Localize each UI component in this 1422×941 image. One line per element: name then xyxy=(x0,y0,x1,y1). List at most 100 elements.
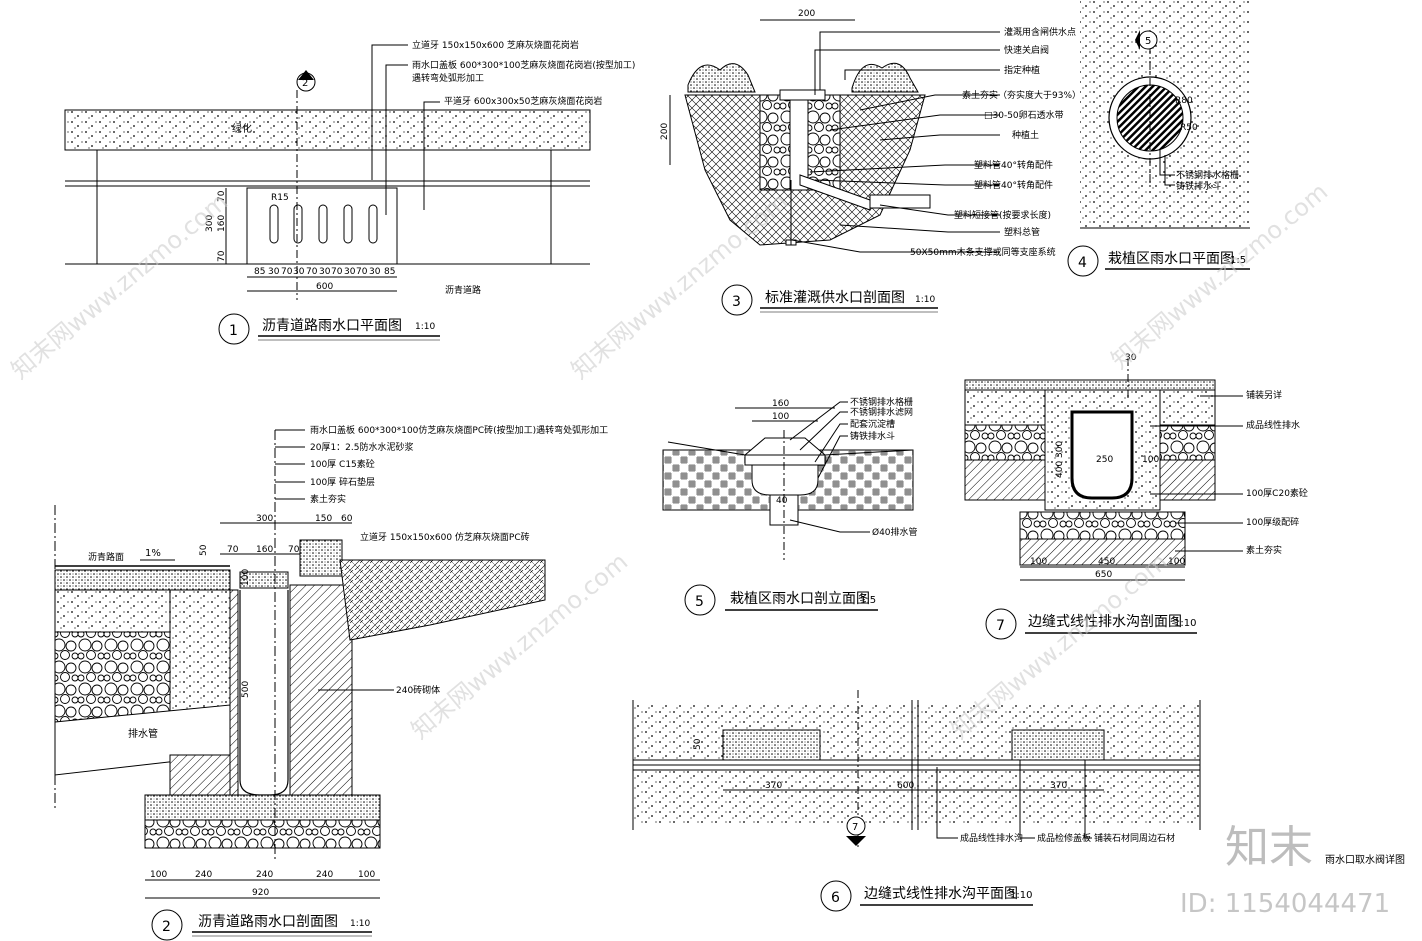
svg-text:边缝式线性排水沟剖面图: 边缝式线性排水沟剖面图 xyxy=(1028,614,1182,630)
svg-text:30: 30 xyxy=(319,267,331,277)
d3-callout-2: 快速关启阀 xyxy=(1004,44,1049,56)
svg-text:4: 4 xyxy=(1078,255,1087,271)
d1-callout-2: 雨水口盖板 600*300*100芝麻灰烧面花岗岩(按型加工) xyxy=(412,59,635,71)
inspection-cover-2 xyxy=(1011,729,1105,761)
dim-left-1: 70 xyxy=(217,190,227,202)
grate-slots xyxy=(269,204,378,244)
svg-text:1:10: 1:10 xyxy=(915,295,935,305)
d5-dim-1: 160 xyxy=(772,399,789,409)
detail-3-irrigation: 200 200 灌溉用含闸供水点 快速关启阀 指定种植 素土夯实（夯实度大于93… xyxy=(660,9,1081,316)
detail-1-title: 1 沥青道路雨水口平面图 1:10 xyxy=(218,313,440,345)
d5-dim-2: 100 xyxy=(772,412,789,422)
green-zone-hatch xyxy=(64,109,591,151)
mid-dim-1: 70 xyxy=(227,545,239,555)
road-label: 沥青路面 xyxy=(88,551,124,563)
svg-text:7: 7 xyxy=(996,618,1005,634)
r80: R80 xyxy=(1175,96,1193,106)
d3-callout-4: 素土夯实（夯实度大于93%） xyxy=(962,89,1081,101)
detail-6-plan: 7 370 600 370 50 成品线性排水沟 成品检修盖板 铺装石材同周边石… xyxy=(632,690,1201,912)
svg-text:2: 2 xyxy=(302,78,308,89)
svg-text:5: 5 xyxy=(1145,36,1151,47)
grate-cover xyxy=(246,187,398,265)
svg-text:1:5: 1:5 xyxy=(860,595,876,606)
svg-text:30: 30 xyxy=(268,267,280,277)
detail-4-plan: 5 R80 R50 不锈钢排水格栅 铸铁排水斗 4 栽植区雨水口平面图 1:5 xyxy=(1067,0,1250,277)
d7-callout-4: 100厚级配碎 xyxy=(1246,516,1299,528)
bottom-dim-5: 100 xyxy=(358,870,375,880)
d3-callout-9: 塑料短接管(按要求长度) xyxy=(954,209,1051,221)
top-dim-3: 60 xyxy=(341,514,353,524)
label-road: 沥青道路 xyxy=(445,284,481,296)
d5-dim-pipe: 40 xyxy=(776,496,788,506)
detail-5-section: 160 100 40 不锈钢排水格栅 不锈钢排水滤网 配套沉淀槽 铸铁排水斗 Ø… xyxy=(662,396,918,616)
svg-text:知末网www.znzmo.com: 知末网www.znzmo.com xyxy=(6,188,233,385)
svg-text:7: 7 xyxy=(852,822,858,833)
d3-callout-1: 灌溉用含闸供水点 xyxy=(1004,26,1076,38)
d3-leaders xyxy=(791,31,1000,253)
pipe-label: 排水管 xyxy=(128,727,158,740)
watermark-id: ID: 1154044471 xyxy=(1180,889,1390,919)
svg-text:1:10: 1:10 xyxy=(1174,618,1196,629)
d7-bottom-2: 450 xyxy=(1098,557,1115,567)
mid-dim-3: 70 xyxy=(288,545,300,555)
d2-callout-1: 雨水口盖板 600*300*100仿芝麻灰烧面PC砖(按型加工)遇转弯处弧形加工 xyxy=(310,424,608,436)
detail-3-title: 3 标准灌溉供水口剖面图 1:10 xyxy=(721,284,938,316)
detail-2-title: 2 沥青道路雨水口剖面图 1:10 xyxy=(151,909,372,941)
d3-callout-6: 种植土 xyxy=(1012,129,1039,141)
d7-dim-inner-2: 100 xyxy=(1142,455,1159,465)
label-green: 绿化 xyxy=(232,122,252,135)
inspection-cover-1 xyxy=(722,729,821,761)
d2-callout-4: 100厚 碎石垫层 xyxy=(310,476,375,488)
svg-text:70: 70 xyxy=(331,267,343,277)
dim-left-total: 300 xyxy=(205,215,215,232)
svg-text:85: 85 xyxy=(384,267,395,277)
svg-text:5: 5 xyxy=(695,594,704,610)
main-pipe xyxy=(869,194,931,209)
svg-text:70: 70 xyxy=(281,267,293,277)
d5-callout-4: 铸铁排水斗 xyxy=(850,430,895,442)
bottom-dim-4: 240 xyxy=(316,870,333,880)
bottom-dim-total: 920 xyxy=(252,888,269,898)
d7-callout-5: 素土夯实 xyxy=(1246,544,1282,556)
svg-text:2: 2 xyxy=(162,919,171,935)
d3-callout-3: 指定种植 xyxy=(1004,64,1040,76)
valve-riser xyxy=(789,99,809,191)
d7-bottom-1: 100 xyxy=(1030,557,1047,567)
small-dim-2: 100 xyxy=(241,569,251,586)
section-mark-5: 5 xyxy=(1135,30,1158,50)
svg-text:70: 70 xyxy=(306,267,318,277)
watermark-logo: 知末 xyxy=(1225,822,1313,873)
d6-dim-3: 370 xyxy=(1050,781,1067,791)
bottom-dim-1: 100 xyxy=(150,870,167,880)
svg-text:1:10: 1:10 xyxy=(1010,890,1032,901)
svg-text:沥青道路雨水口平面图: 沥青道路雨水口平面图 xyxy=(262,318,402,334)
d3-callout-7: 塑料管40°转角配件 xyxy=(974,159,1053,171)
plant-left xyxy=(687,63,756,93)
detail-7-section: 30 300 400 250 100 100 450 100 650 铺装另详 … xyxy=(964,353,1308,640)
d6-callout-2: 成品检修盖板 xyxy=(1037,832,1091,844)
linear-channel xyxy=(1070,410,1134,500)
svg-text:沥青道路雨水口剖面图: 沥青道路雨水口剖面图 xyxy=(198,914,338,930)
wall-label: 240砖砌体 xyxy=(396,684,440,696)
svg-text:1: 1 xyxy=(229,323,238,339)
d7-bottom-3: 100 xyxy=(1168,557,1185,567)
d3-callout-5: □30-50卵石透水带 xyxy=(984,109,1064,121)
d6-dim-1: 370 xyxy=(765,781,782,791)
dim-left-3: 70 xyxy=(217,250,227,262)
detail-6-title: 6 边缝式线性排水沟平面图 1:10 xyxy=(820,880,1033,912)
d6-callout-1: 成品线性排水沟 xyxy=(960,832,1023,844)
plant-right xyxy=(851,62,919,93)
d7-dim-top: 30 xyxy=(1125,353,1137,363)
curb-label: 立道牙 150x150x600 仿芝麻灰烧面PC砖 xyxy=(360,531,530,543)
d5-callout-2: 不锈钢排水滤网 xyxy=(850,406,913,418)
detail-4-title: 4 栽植区雨水口平面图 1:5 xyxy=(1067,245,1250,277)
d2-callout-5: 素土夯实 xyxy=(310,493,346,505)
curb-stone xyxy=(299,539,343,577)
svg-text:85: 85 xyxy=(254,267,265,277)
svg-text:栽植区雨水口剖立面图: 栽植区雨水口剖立面图 xyxy=(730,591,870,607)
top-dim-1: 300 xyxy=(256,514,273,524)
detail-7-title: 7 边缝式线性排水沟剖面图 1:10 xyxy=(985,608,1197,640)
detail-5-title: 5 栽植区雨水口剖立面图 1:5 xyxy=(684,584,878,616)
svg-text:30: 30 xyxy=(344,267,356,277)
